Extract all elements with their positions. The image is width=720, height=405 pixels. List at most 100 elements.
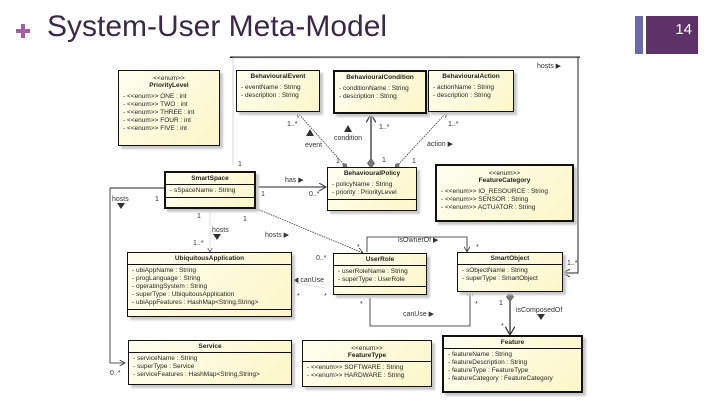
class-feature-category[interactable]: <<enum>> FeatureCategory - <<enum>> IO_R… [435,164,574,222]
attribute: - progLanguage : String [132,275,201,282]
attribute: - <<enum>> FOUR : int [123,117,191,124]
slide-number: 14 [675,21,692,38]
class-attributes: - ubiAppName : String - progLanguage : S… [128,264,291,309]
attribute: - ubiAppFeatures : HashMap<String,String… [132,299,259,306]
class-name: PriorityLevel [149,82,189,89]
assoc-hosts-left: hosts [112,196,129,203]
class-name: Service [198,343,222,350]
mult-canuse-ubi: * [297,293,300,300]
attribute: - userRoleName : String [338,268,408,275]
class-name: SmartObject [490,255,530,262]
mult-condition-top: 1..* [379,124,390,131]
assoc-hosts-top: hosts ▶ [537,63,562,70]
mult-user-top: * [357,244,360,251]
class-attributes: - actionName : String - description : St… [429,82,513,102]
attribute: - featureName : String [448,351,512,358]
action-link [394,112,447,169]
class-name: UbiquitousApplication [174,255,245,262]
hosts-smartobject-line [563,58,579,273]
attribute: - sObjectName : String [462,267,528,274]
class-stereotype: <<enum>> [488,170,521,177]
attribute: - conditionName : String [339,85,409,92]
attribute: - <<enum>> SENSOR : String [441,196,529,203]
class-attributes: - featureName : String - featureDescript… [444,348,581,385]
class-name: SmartSpace [191,175,229,182]
mult-space-bottom-a: 1 [197,213,201,220]
assoc-can-use-bottom: canUse ▶ [403,311,435,318]
assoc-can-use-left: ◀ canUse [293,277,325,284]
class-attributes: - <<enum>> SOFTWARE : String - <<enum>> … [303,361,431,382]
class-service[interactable]: Service - serviceName : String - superTy… [128,340,292,385]
class-user-role[interactable]: UserRole - userRoleName : String - super… [333,253,427,295]
assoc-is-owner-of: isOwnerOf ▶ [398,237,439,244]
class-name: BehaviouralCondition [346,74,414,81]
mult-has-right: 0..* [309,191,320,198]
event-link [297,112,348,169]
class-behavioural-policy[interactable]: BehaviouralPolicy - policyName : String … [327,167,417,211]
mult-event-top: 1..* [287,121,298,128]
attribute: - sSpaceName : String [170,187,236,194]
attribute: - superType : Service [133,363,195,370]
class-name: UserRole [365,256,395,263]
class-name: Feature [500,339,525,346]
attribute: - actionName : String [433,84,495,91]
mult-user-bottom: * [324,293,327,300]
attribute: - <<enum>> ACTUATOR : String [441,204,536,211]
class-name: BehaviouralPolicy [343,170,401,177]
assoc-condition: condition [334,135,363,142]
class-feature-type[interactable]: <<enum>> FeatureType - <<enum>> SOFTWARE… [302,340,432,387]
attribute: - policyName : String [332,181,393,188]
assoc-hosts-user: hosts ▶ [265,232,290,239]
class-attributes: - sSpaceName : String [166,184,254,197]
attribute: - description : String [339,93,397,100]
class-smart-space[interactable]: SmartSpace - sSpaceName : String [164,171,256,209]
attribute: - <<enum>> ONE : int [123,93,187,100]
attribute: - featureCategory : FeatureCategory [448,375,553,382]
mult-so-bottom-left: * [475,301,478,308]
attribute: - <<enum>> TWO : int [123,101,188,108]
class-feature[interactable]: Feature - featureName : String - feature… [442,335,583,393]
class-name: BehaviouralEvent [250,73,306,80]
slide-number-box: 14 [646,16,698,54]
class-behavioural-action[interactable]: BehaviouralAction - actionName : String … [428,70,514,112]
mult-service-left: 0..* [110,370,121,377]
class-name: FeatureType [347,352,387,359]
assoc-action: action ▶ [427,141,454,148]
attribute: - operatingSystem : String [132,283,208,290]
condition-direction-icon [344,125,352,132]
hosts-ubi-direction-icon [213,234,221,240]
attribute: - superType : UserRole [338,276,405,283]
class-attributes: - sObjectName : String - superType : Sma… [458,264,562,285]
mult-space-top: 1 [238,161,242,168]
attribute: - <<enum>> THREE : int [123,109,195,116]
attribute: - <<enum>> HARDWARE : String [307,372,405,379]
class-name: FeatureCategory [478,177,531,184]
mult-condition-bottom: 1 [382,157,386,164]
class-name: BehaviouralAction [442,73,500,80]
mult-so-compose: 1 [499,300,503,307]
class-smart-object[interactable]: SmartObject - sObjectName : String - sup… [457,252,563,292]
mult-event-bottom: 1 [336,158,340,165]
class-ubiquitous-application[interactable]: UbiquitousApplication - ubiAppName : Str… [127,252,292,317]
attribute: - featureType : FeatureType [448,367,529,374]
hosts-top-line [232,57,578,165]
mult-user-bottom-2: * [360,301,363,308]
attribute: - priority : PriorityLevel [332,189,397,196]
attribute: - description : String [241,92,299,99]
is-owner-of-link [366,236,467,252]
class-priority-level[interactable]: <<enum>> PriorityLevel - <<enum>> ONE : … [118,70,220,146]
attribute: - serviceFeatures : HashMap<String,Strin… [133,371,260,378]
class-stereotype: <<enum>> [351,345,383,352]
mult-action-bottom: 1 [412,158,416,165]
is-composed-of-direction-icon [537,314,545,320]
class-attributes: - policyName : String - priority : Prior… [328,179,416,199]
class-stereotype: <<enum>> [153,75,185,82]
attribute: - <<enum>> SOFTWARE : String [307,364,404,371]
class-behavioural-event[interactable]: BehaviouralEvent - eventName : String - … [236,70,320,112]
class-behavioural-condition[interactable]: BehaviouralCondition - conditionName : S… [333,70,427,114]
mult-space-left: 1 [155,196,159,203]
class-attributes: - <<enum>> IO_RESOURCE : String - <<enum… [437,186,572,214]
mult-so-right: 1..* [567,260,578,267]
bullet-plus-icon [14,22,32,40]
